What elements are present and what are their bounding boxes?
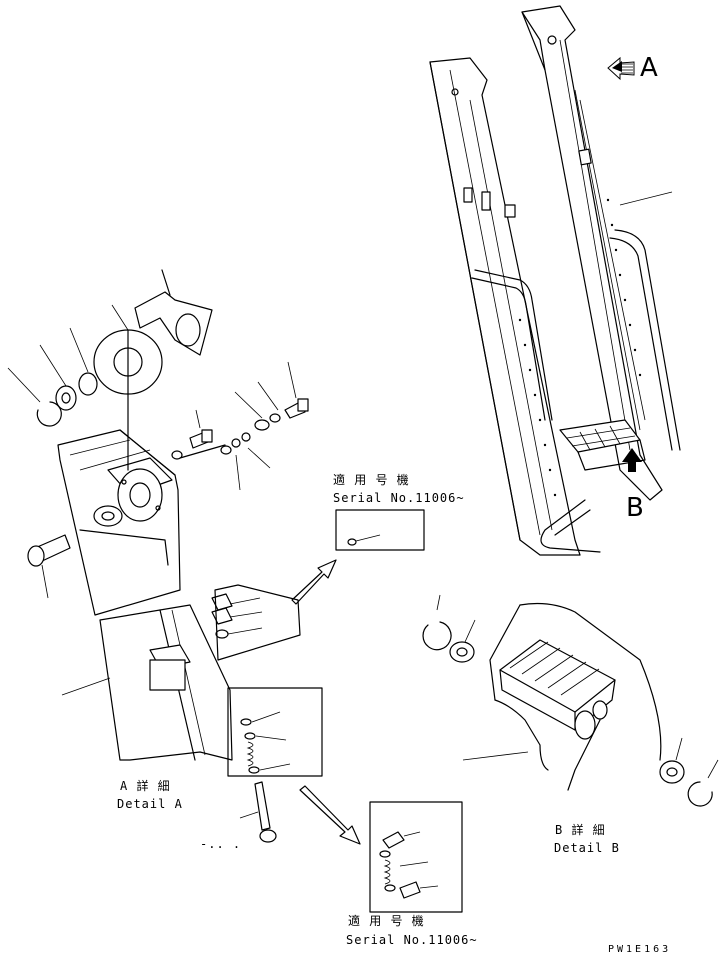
fasteners [171, 361, 309, 491]
serial-box-1-jp: 適 用 号 機 [333, 472, 410, 487]
inset-box-upper [335, 509, 425, 551]
rail-rivets [518, 198, 642, 497]
side-rail-assembly [429, 5, 681, 556]
view-label-a: A [640, 53, 658, 83]
inset-box-detail-a [227, 687, 323, 777]
serial-box-1-en: Serial No.11006~ [333, 491, 465, 505]
view-arrow-a: A [607, 53, 658, 83]
callout-note: -.. . [200, 837, 241, 851]
long-bolt [254, 781, 271, 831]
detail-b-jp: B 詳 細 [555, 822, 606, 837]
detail-a-en: Detail A [117, 797, 183, 811]
reference-arrows [291, 559, 361, 845]
serial-box-2-jp: 適 用 号 機 [348, 913, 425, 928]
detail-a-jp: A 詳 細 [120, 778, 171, 793]
labels: 適 用 号 機 Serial No.11006~ A 詳 細 Detail A … [117, 472, 671, 955]
view-label-b: B [626, 493, 644, 523]
snap-ring-b-left [422, 621, 452, 651]
serial-box-2-en: Serial No.11006~ [346, 933, 478, 947]
detail-b-drawing [422, 594, 719, 807]
view-arrow-b: B [622, 448, 644, 523]
detail-a-drawing [7, 269, 309, 843]
inset-box-lower [369, 801, 463, 913]
detail-b-en: Detail B [554, 841, 620, 855]
snap-ring-b-right [687, 781, 713, 807]
drawing-id: PW1E163 [608, 944, 671, 955]
